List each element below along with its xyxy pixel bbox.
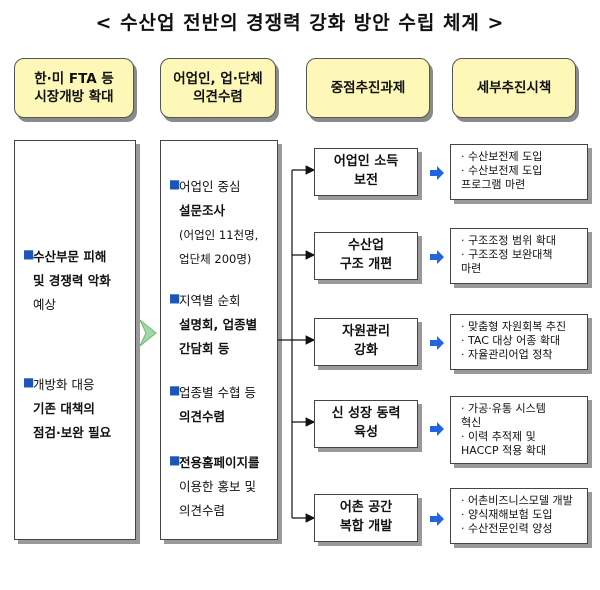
detail-resource: · 맞춤형 자원회복 추진 · TAC 대상 어종 확대 · 자율관리어업 정착 xyxy=(450,314,588,370)
blue-arrow-icon xyxy=(430,250,444,264)
text-line: 간담회 등 xyxy=(179,341,230,356)
detail-line: · 수산전문인력 양성 xyxy=(461,522,553,535)
text-line: 업종별 수협 등 xyxy=(179,385,256,400)
header-line: 중점추진과제 xyxy=(330,79,406,96)
text-line: 수산부문 피해 xyxy=(33,249,107,264)
task-line: 신 성장 동력 xyxy=(331,406,401,422)
header-key-tasks: 중점추진과제 xyxy=(306,58,430,118)
detail-income: · 수산보전제 도입 · 수산보전제 도입 프로그램 마련 xyxy=(450,144,588,200)
detail-fishing-village: · 어촌비즈니스모델 개발 · 양식재해보험 도입 · 수산전문인력 양성 xyxy=(450,488,588,544)
column-opinion-gathering: ■ 어업인 중심 설문조사 (어업인 11천명, 업단체 200명) ■ 지역별… xyxy=(160,140,278,540)
detail-line: 혁신 xyxy=(461,416,482,429)
task-line: 자원관리 xyxy=(342,324,390,340)
detail-line: · 양식재해보험 도입 xyxy=(461,508,553,521)
detail-line: · 수산보전제 도입 xyxy=(461,164,543,177)
bullet-icon: ■ xyxy=(169,177,181,191)
green-arrow-icon xyxy=(139,319,157,347)
bullet-icon: ■ xyxy=(169,453,181,467)
detail-line: · 수산보전제 도입 xyxy=(461,150,543,163)
detail-line: HACCP 적용 확대 xyxy=(461,444,547,457)
task-line: 어촌 공간 xyxy=(339,500,393,516)
detail-line: · 이력 추적제 및 xyxy=(461,430,536,443)
text-line: 의견수렴 xyxy=(179,409,226,424)
col1-item-damage: ■ 수산부문 피해 및 경쟁력 악화 예상 xyxy=(15,245,137,317)
text-line: 및 경쟁력 악화 xyxy=(33,273,111,288)
col2-item-suhyup: ■ 업종별 수협 등 의견수렴 xyxy=(161,381,279,429)
detail-line: · 맞춤형 자원회복 추진 xyxy=(461,320,567,333)
text-line: 업단체 200명) xyxy=(179,252,252,266)
text-line: 어업인 중심 xyxy=(179,179,241,194)
detail-line: · 구조조정 보완대책 xyxy=(461,248,553,261)
text-line: 설명회, 업종별 xyxy=(179,317,258,332)
task-line: 구조 개편 xyxy=(339,257,393,272)
blue-arrow-icon xyxy=(430,166,444,180)
header-line: 시장개방 확대 xyxy=(34,89,114,105)
task-line: 복합 개발 xyxy=(339,519,393,534)
blue-arrow-icon xyxy=(430,512,444,526)
header-line: 한·미 FTA 등 xyxy=(34,70,114,87)
text-line: 의견수렴 xyxy=(179,503,226,518)
bullet-icon: ■ xyxy=(169,383,181,397)
task-line: 강화 xyxy=(354,343,378,358)
text-line: (어업인 11천명, xyxy=(179,228,259,242)
task-line: 보전 xyxy=(354,173,378,188)
text-line: 개방화 대응 xyxy=(33,377,95,392)
task-line: 육성 xyxy=(354,425,378,440)
detail-line: · 구조조정 범위 확대 xyxy=(461,234,556,247)
text-line: 기존 대책의 xyxy=(33,401,95,416)
text-line: 설문조사 xyxy=(179,203,226,218)
connector-lines xyxy=(278,165,316,523)
text-line: 지역별 순회 xyxy=(179,293,241,308)
bullet-icon: ■ xyxy=(169,291,181,305)
bullet-icon: ■ xyxy=(23,375,35,389)
detail-line: 프로그램 마련 xyxy=(461,178,526,191)
detail-line: · 가공·유통 시스템 xyxy=(461,402,546,415)
bullet-icon: ■ xyxy=(23,247,35,261)
column-market-opening: ■ 수산부문 피해 및 경쟁력 악화 예상 ■ 개방화 대응 기존 대책의 점검… xyxy=(14,140,136,540)
text-line: 전용홈페이지를 xyxy=(179,455,260,470)
diagram-title: < 수산업 전반의 경쟁력 강화 방안 수립 체계 > xyxy=(95,12,505,34)
text-line: 예상 xyxy=(33,297,57,312)
col2-item-homepage: ■ 전용홈페이지를 이용한 홍보 및 의견수렴 xyxy=(161,451,279,523)
text-line: 이용한 홍보 및 xyxy=(179,479,256,494)
header-line: 세부추진시책 xyxy=(476,79,552,96)
task-line: 어업인 소득 xyxy=(333,154,399,170)
detail-line: · 어촌비즈니스모델 개발 xyxy=(461,494,573,507)
col2-item-briefing: ■ 지역별 순회 설명회, 업종별 간담회 등 xyxy=(161,289,279,361)
detail-line: · TAC 대상 어종 확대 xyxy=(461,334,561,347)
header-line: 어업인, 업·단체 xyxy=(173,70,263,87)
header-detailed-policies: 세부추진시책 xyxy=(452,58,576,118)
col1-item-review: ■ 개방화 대응 기존 대책의 점검·보완 필요 xyxy=(15,373,137,445)
detail-restructure: · 구조조정 범위 확대 · 구조조정 보완대책 마련 xyxy=(450,228,588,284)
detail-line: · 자율관리어업 정착 xyxy=(461,348,553,361)
header-line: 의견수렴 xyxy=(193,89,243,105)
blue-arrow-icon xyxy=(430,336,444,350)
blue-arrow-icon xyxy=(430,422,444,436)
detail-growth: · 가공·유통 시스템 혁신 · 이력 추적제 및 HACCP 적용 확대 xyxy=(450,396,588,464)
col2-item-survey: ■ 어업인 중심 설문조사 (어업인 11천명, 업단체 200명) xyxy=(161,175,279,271)
detail-line: 마련 xyxy=(461,262,482,275)
text-line: 점검·보완 필요 xyxy=(33,425,112,440)
task-line: 수산업 xyxy=(348,238,384,254)
